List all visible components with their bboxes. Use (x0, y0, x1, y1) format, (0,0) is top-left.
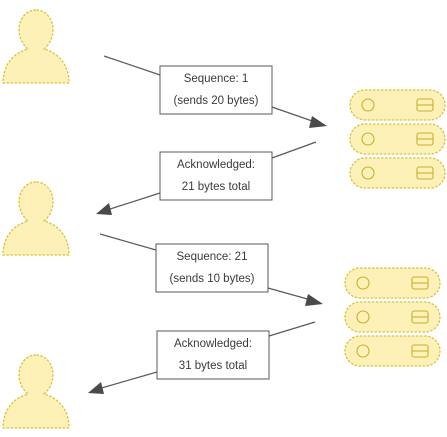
message-box (155, 243, 269, 293)
message-line-2: 31 bytes total (179, 360, 247, 372)
connector-line (103, 55, 161, 76)
arrow-head (305, 294, 323, 306)
message-ack-31: Acknowledged: 31 bytes total (88, 321, 316, 394)
user-1-person-icon (2, 9, 70, 84)
connector-line (99, 233, 157, 251)
server-stack-1-server-stack-icon (349, 89, 446, 189)
message-line-1: Acknowledged: (177, 159, 255, 171)
user-2-person-icon (2, 181, 70, 256)
message-line-1: Sequence: 1 (184, 73, 249, 85)
server-stack-2-server-stack-icon (344, 267, 441, 367)
message-line-1: Sequence: 21 (177, 251, 248, 263)
message-ack-21: Acknowledged: 21 bytes total (96, 141, 317, 215)
arrow-head (88, 382, 104, 394)
user-3-person-icon (2, 354, 70, 429)
message-line-1: Acknowledged: (174, 338, 252, 350)
arrow-shaft (97, 371, 158, 390)
message-box (156, 330, 270, 380)
message-line-2: 21 bytes total (182, 181, 250, 193)
message-line-2: (sends 10 bytes) (169, 273, 254, 285)
arrow-head (96, 203, 112, 215)
message-line-2: (sends 20 bytes) (173, 95, 258, 107)
connector-line (271, 141, 317, 159)
message-box (159, 151, 273, 201)
message-sequence-21: Sequence: 21 (sends 10 bytes) (99, 233, 323, 306)
connector-line (268, 321, 316, 337)
message-box (159, 65, 273, 115)
arrow-shaft (271, 106, 316, 123)
arrow-shaft (267, 287, 312, 301)
message-sequence-1: Sequence: 1 (sends 20 bytes) (103, 55, 327, 128)
arrow-head (309, 116, 327, 128)
arrow-shaft (106, 192, 161, 211)
